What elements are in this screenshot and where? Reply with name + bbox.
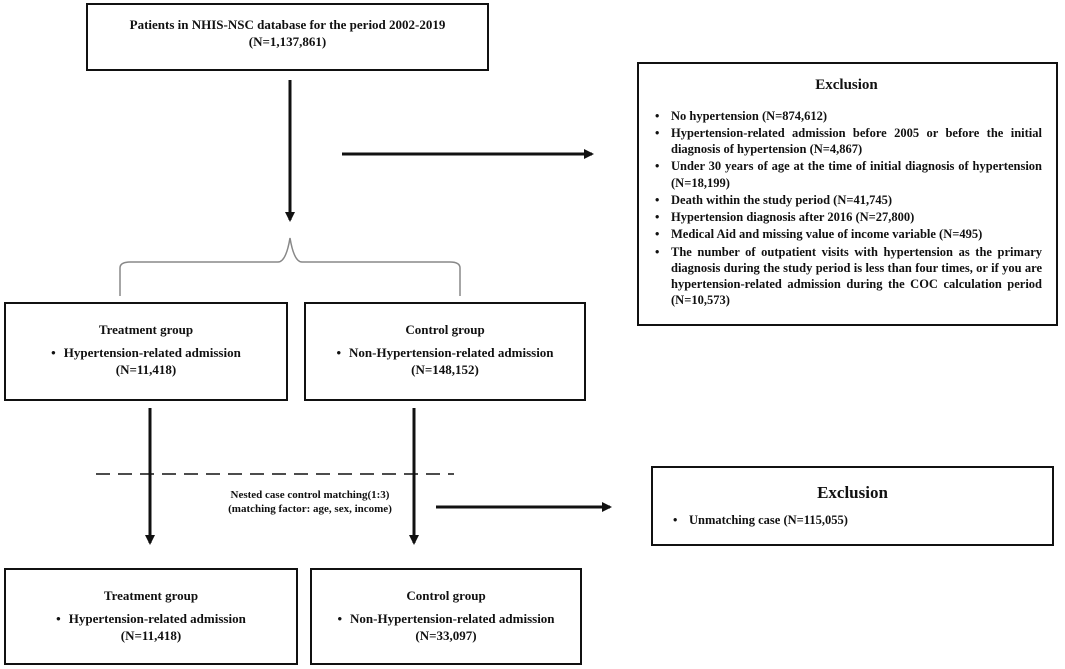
treatment-matched-item: •Hypertension-related admission	[56, 610, 246, 626]
exclusion-1-item: No hypertension (N=874,612)	[655, 108, 1042, 125]
control-matched-item: •Non-Hypertension-related admission	[337, 610, 555, 626]
matching-label: Nested case control matching(1:3) (match…	[190, 488, 430, 517]
treatment-group-item-label: Hypertension-related admission	[63, 344, 241, 360]
treatment-matched-title: Treatment group	[103, 588, 199, 603]
split-bracket	[119, 237, 461, 296]
treatment-group-item: •Hypertension-related admission	[51, 344, 241, 360]
matching-factors: (matching factor: age, sex, income)	[228, 503, 392, 516]
exclusion-box-2: Exclusion Unmatching case (N=115,055)	[651, 466, 1054, 546]
control-group-count: (N=148,152)	[411, 361, 479, 377]
treatment-group-matched-box: Treatment group •Hypertension-related ad…	[4, 568, 298, 665]
exclusion-1-list: No hypertension (N=874,612) Hypertension…	[651, 108, 1042, 309]
control-group-item: •Non-Hypertension-related admission	[336, 344, 554, 360]
treatment-group-count: (N=11,418)	[115, 361, 177, 377]
treatment-group-box: Treatment group •Hypertension-related ad…	[4, 302, 288, 401]
source-population-label: Patients in NHIS-NSC database for the pe…	[129, 17, 446, 32]
exclusion-1-item: Under 30 years of age at the time of ini…	[655, 158, 1042, 191]
matching-method: Nested case control matching(1:3)	[230, 489, 390, 501]
control-matched-title: Control group	[406, 588, 486, 603]
exclusion-2-list: Unmatching case (N=115,055)	[669, 512, 1036, 529]
control-group-box: Control group •Non-Hypertension-related …	[304, 302, 586, 401]
treatment-group-title: Treatment group	[98, 322, 194, 337]
exclusion-1-item: Medical Aid and missing value of income …	[655, 226, 1042, 243]
control-matched-item-label: Non-Hypertension-related admission	[350, 610, 555, 626]
exclusion-2-title: Exclusion	[817, 483, 888, 502]
exclusion-2-item: Unmatching case (N=115,055)	[673, 512, 1036, 529]
exclusion-1-title: Exclusion	[815, 77, 878, 93]
exclusion-box-1: Exclusion No hypertension (N=874,612) Hy…	[637, 62, 1058, 326]
control-group-item-label: Non-Hypertension-related admission	[349, 344, 554, 360]
control-matched-count: (N=33,097)	[415, 627, 477, 643]
treatment-matched-item-label: Hypertension-related admission	[68, 610, 246, 626]
exclusion-1-item: Death within the study period (N=41,745)	[655, 192, 1042, 209]
source-population-box: Patients in NHIS-NSC database for the pe…	[86, 3, 489, 71]
exclusion-1-item: Hypertension-related admission before 20…	[655, 125, 1042, 158]
exclusion-1-item: The number of outpatient visits with hyp…	[655, 244, 1042, 309]
control-group-matched-box: Control group •Non-Hypertension-related …	[310, 568, 582, 665]
source-population-count: (N=1,137,861)	[248, 33, 327, 49]
control-group-title: Control group	[405, 322, 485, 337]
exclusion-1-item: Hypertension diagnosis after 2016 (N=27,…	[655, 209, 1042, 226]
treatment-matched-count: (N=11,418)	[120, 627, 182, 643]
